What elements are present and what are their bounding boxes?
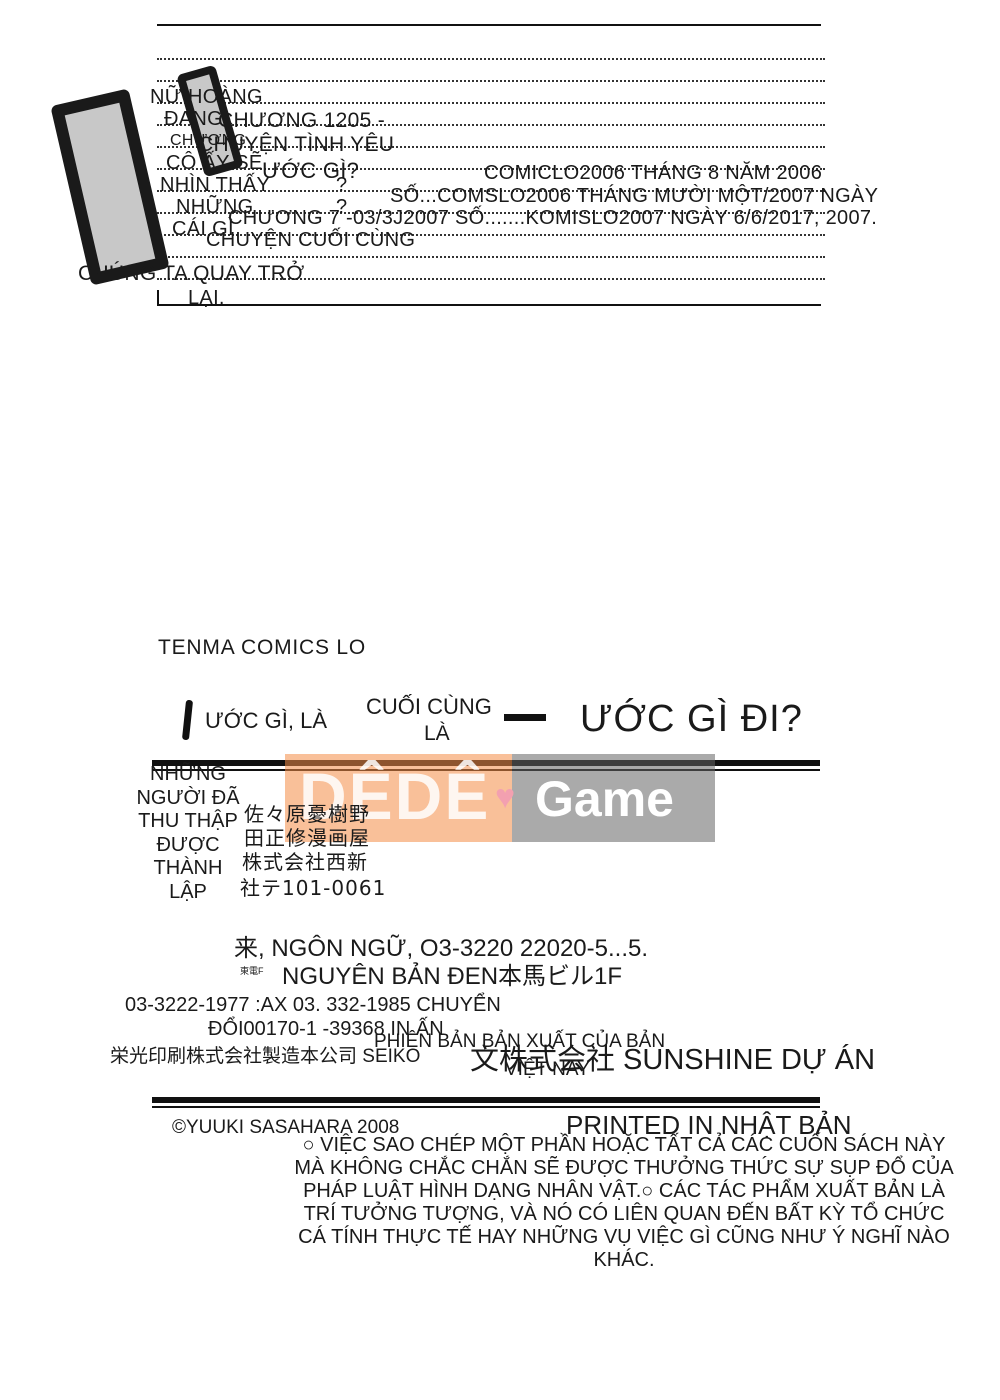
title-dash xyxy=(504,714,546,721)
watermark-brand-left: DÊDÊ xyxy=(299,759,491,833)
left-col-line: CÁI GÌ xyxy=(172,218,234,240)
chapter-7: CHƯƠNG 7 -03/3J2007 SỐ.......KOMISLO2007… xyxy=(228,207,878,229)
viet-edition: VIỆT NAY xyxy=(505,1059,590,1080)
title-part-2: CUỐI CÙNG xyxy=(366,694,492,719)
dotted-line xyxy=(157,278,825,280)
dotted-line xyxy=(157,146,825,148)
footer-rule-thin xyxy=(152,1106,820,1108)
left-col-line: CHƯƠNG xyxy=(170,132,247,149)
staff-jp-line: 佐々原憂樹野 xyxy=(244,802,370,826)
left-col-line: NHỮNG xyxy=(176,196,254,218)
disclaimer-line: KHÁC. xyxy=(593,1249,655,1271)
dotted-line xyxy=(157,256,825,258)
printed-in: PRINTED IN NHẬT BẢN xyxy=(566,1110,852,1140)
viet-edition: PHIÊN BẢN BẢN XUẤT CỦA BẢN xyxy=(374,1031,666,1052)
top-rule xyxy=(157,24,821,26)
title-part-1: ƯỚC GÌ, LÀ xyxy=(205,708,328,733)
staff-label: LẬP xyxy=(169,880,207,903)
wish-what: ƯỚC GÌ? xyxy=(262,158,360,183)
title-part-3: LÀ xyxy=(424,722,450,745)
disclaimer: ○ VIỆC SAO CHÉP MỘT PHẦN HOẶC TẤT CẢ CÁC… xyxy=(248,1134,1000,1272)
staff-label: THU THẬP xyxy=(138,810,238,832)
phone-line: 03-3222-1977 :AX 03. 332-1985 CHUYỂN xyxy=(125,994,501,1016)
staff-label: NGƯỜI ĐÃ xyxy=(136,786,240,809)
footer-rule-thick xyxy=(152,1097,820,1103)
series-name: TENMA COMICS LO xyxy=(158,636,367,659)
dotted-line xyxy=(157,168,825,170)
staff-jp-line: 株式会社西新 xyxy=(242,850,368,874)
watermark-right-panel xyxy=(512,754,715,842)
left-col-line: ĐANG xyxy=(164,108,223,130)
staff-label: THÀNH xyxy=(153,857,223,879)
transfer-line: ĐỔI00170-1 -39368 IN ẤN xyxy=(208,1018,444,1040)
disclaimer-line: ○ VIỆC SAO CHÉP MỘT PHẦN HOẶC TẤT CẢ CÁC… xyxy=(302,1134,946,1156)
question-mark: ? xyxy=(336,196,348,218)
watermark-brand-right: Game xyxy=(535,771,674,827)
left-col-line: NHÌN THẤY xyxy=(160,174,271,196)
staff-jp-line: 田正修漫画屋 xyxy=(244,826,370,850)
disclaimer-line: PHÁP LUẬT HÌNH DẠNG NHÂN VẬT.○ CÁC TÁC P… xyxy=(303,1180,945,1202)
dotted-line xyxy=(157,58,825,60)
staff-labels: NHỮNG NGƯỜI ĐÃ THU THẬP ĐƯỢC THÀNH LẬP xyxy=(118,763,258,904)
address-line: 来, NGÔN NGỮ, O3-3220 22020-5...5. xyxy=(234,935,648,962)
last-story: CHUYỆN CUỐI CÙNG xyxy=(206,229,416,251)
bottom-rule xyxy=(157,304,821,306)
printer-line: 栄光印刷株式会社製造本公司 SEIKO xyxy=(110,1046,421,1067)
title-bracket xyxy=(181,699,194,741)
heart-icon: ♥ xyxy=(495,778,516,816)
return-line: LẠI. xyxy=(188,287,225,309)
left-col-line: CÔ ẤY SẼ xyxy=(166,152,263,174)
title-main: ƯỚC GÌ ĐI? xyxy=(580,698,803,740)
disclaimer-line: CÁ TÍNH THỰC TẾ HAY NHỮNG VỤ VIỆC GÌ CŨN… xyxy=(298,1226,950,1248)
dotted-line xyxy=(157,212,825,214)
disclaimer-line: TRÍ TƯỞNG TƯỢNG, VÀ NÓ CÓ LIÊN QUAN ĐẾN … xyxy=(303,1203,945,1225)
dotted-line xyxy=(157,234,825,236)
copyright: ©YUUKI SASAHARA 2008 xyxy=(172,1117,400,1138)
sunshine-project: 文株式会社 SUNSHINE DỰ ÁN xyxy=(470,1044,876,1076)
question-mark: ? xyxy=(336,174,348,196)
address-small-label: 東電F xyxy=(240,966,264,976)
colophon-left-column: NỮ HOÀNG ĐANG CHƯƠNG CÔ ẤY SẼ NHÌN THẤY … xyxy=(150,86,280,240)
comslo-2006: SỐ...COMSLO2006 THÁNG MƯỜI MỘT/2007 NGÀY xyxy=(390,185,879,207)
staff-jp-line: 社テ101-0061 xyxy=(240,876,387,900)
watermark-left-panel xyxy=(285,754,512,842)
left-col-line: NỮ HOÀNG xyxy=(150,86,263,108)
dotted-line xyxy=(157,190,825,192)
staff-label: NHỮNG xyxy=(150,763,226,785)
comiclo-2006: COMICLO2006 THÁNG 8 NĂM 2006 xyxy=(484,162,823,184)
staff-label: ĐƯỢC xyxy=(156,833,220,856)
dotted-line xyxy=(157,124,825,126)
disclaimer-line: MÀ KHÔNG CHẮC CHẮN SẼ ĐƯỢC THƯỞNG THỨC S… xyxy=(294,1157,954,1179)
address-line: NGUYÊN BẢN ĐEN本馬ビル1F xyxy=(282,963,623,990)
chapter-1205: CHƯƠNG 1205 - xyxy=(218,109,386,132)
return-line: CHÚNG TA QUAY TRỞ xyxy=(78,262,305,285)
watermark-banner: DÊDÊ ♥ Game xyxy=(285,754,715,842)
dotted-line xyxy=(157,80,825,82)
dotted-line xyxy=(157,102,825,104)
left-tick xyxy=(157,290,159,304)
love-story: CHUYỆN TÌNH YÊU xyxy=(198,133,395,156)
